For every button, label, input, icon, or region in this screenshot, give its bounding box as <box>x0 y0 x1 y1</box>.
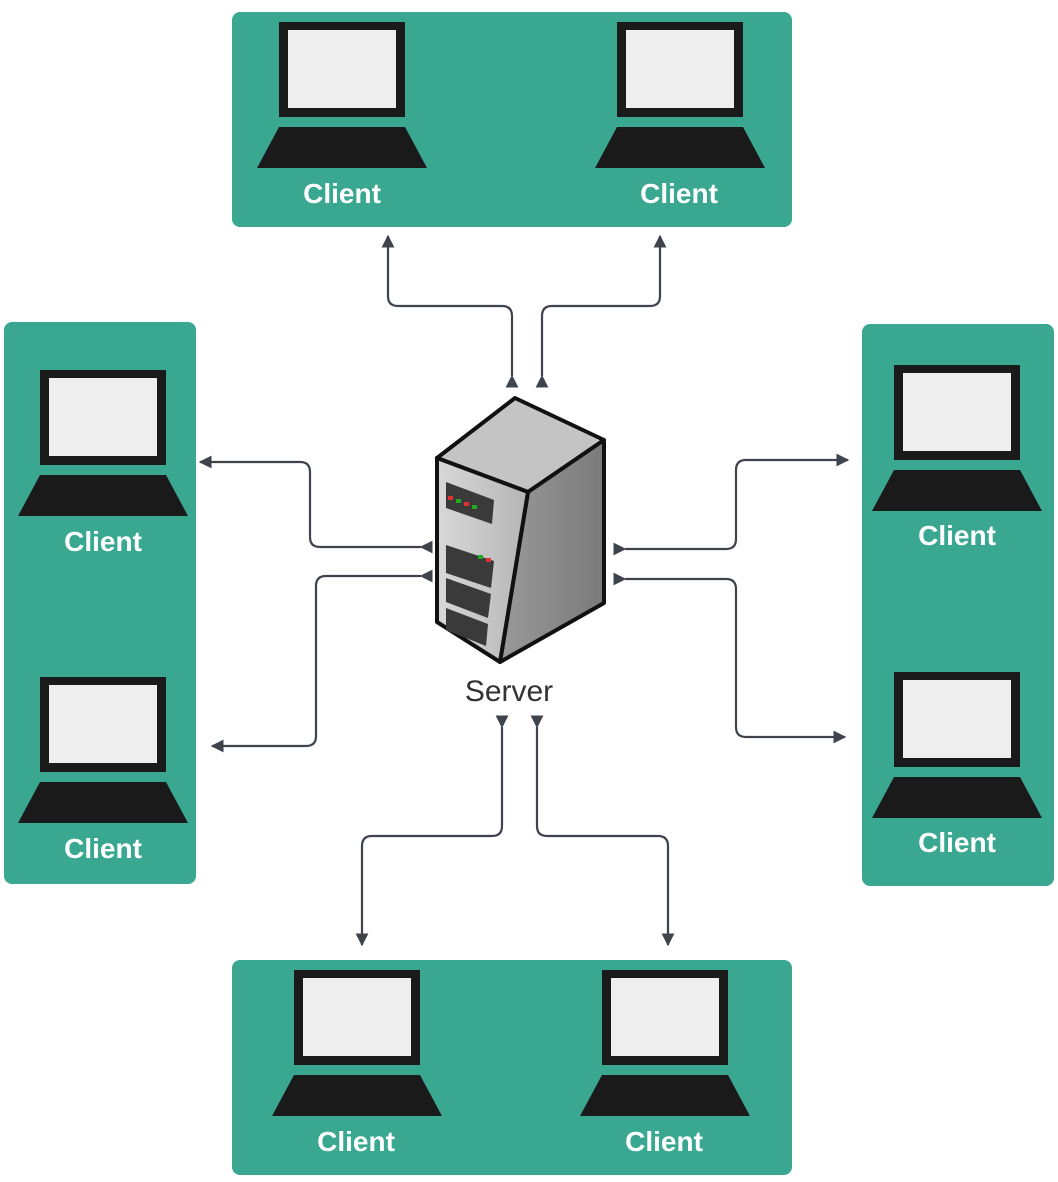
client-bottom-2: Client <box>580 970 750 1157</box>
arrow-server-to-top-client-1 <box>381 234 519 388</box>
server-tower-icon <box>435 396 606 664</box>
client-label: Client <box>918 520 996 551</box>
arrow-server-to-right-client-1 <box>613 453 850 556</box>
client-right-1: Client <box>872 365 1042 551</box>
arrow-server-to-bottom-client-2 <box>530 715 675 947</box>
laptop-icon <box>872 365 1042 511</box>
client-label: Client <box>317 1126 395 1157</box>
client-label: Client <box>640 178 718 209</box>
client-top-1: Client <box>257 22 427 209</box>
client-label: Client <box>64 833 142 864</box>
client-right-2: Client <box>872 672 1042 858</box>
laptop-icon <box>580 970 750 1116</box>
client-top-2: Client <box>595 22 765 209</box>
client-label: Client <box>303 178 381 209</box>
connections <box>198 234 850 947</box>
laptop-icon <box>18 677 188 823</box>
laptop-icon <box>18 370 188 516</box>
client-label: Client <box>918 827 996 858</box>
laptop-icon <box>272 970 442 1116</box>
arrow-server-to-left-client-2 <box>210 569 433 753</box>
arrow-server-to-left-client-1 <box>198 455 433 554</box>
client-bottom-1: Client <box>272 970 442 1157</box>
arrow-server-to-right-client-2 <box>613 572 847 744</box>
client-label: Client <box>625 1126 703 1157</box>
server-label: Server <box>465 675 553 708</box>
client-label: Client <box>64 526 142 557</box>
laptop-icon <box>595 22 765 168</box>
laptop-icon <box>872 672 1042 818</box>
client-left-2: Client <box>18 677 188 864</box>
arrow-server-to-top-client-2 <box>535 234 667 388</box>
client-left-1: Client <box>18 370 188 557</box>
arrow-server-to-bottom-client-1 <box>355 715 509 947</box>
laptop-icon <box>257 22 427 168</box>
